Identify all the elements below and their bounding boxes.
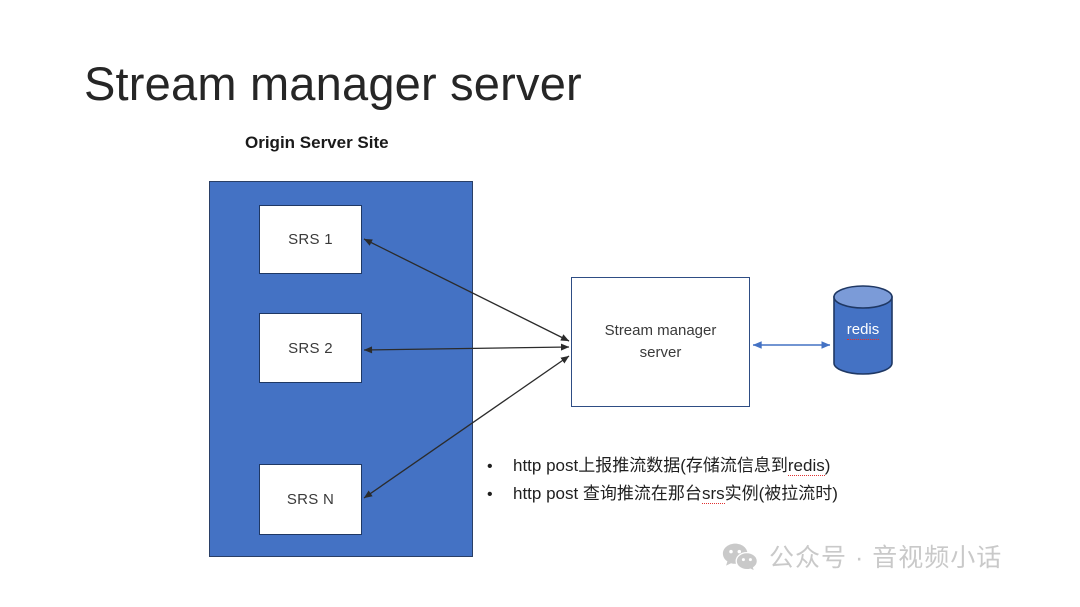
- origin-site-caption: Origin Server Site: [245, 133, 389, 152]
- stream-manager-server-node: Stream manager server: [571, 277, 750, 407]
- bullet-1-misspelled-word: redis: [787, 456, 825, 476]
- srs-node-n: SRS N: [259, 464, 362, 535]
- srs-node-1-label: SRS 1: [288, 231, 333, 248]
- bullet-list: • http post上报推流数据(存储流信息到redis) • http po…: [487, 452, 957, 508]
- cylinder-icon: [833, 285, 893, 375]
- bullet-1-text-after: ): [824, 456, 831, 475]
- bullet-1-text-before: http post上报推流数据(存储流信息到: [513, 456, 788, 475]
- watermark: 公众号 · 音视频小话: [722, 543, 1002, 573]
- wechat-icon: [722, 543, 758, 573]
- bullet-item-1-text: http post上报推流数据(存储流信息到redis): [513, 452, 830, 479]
- srs-node-1: SRS 1: [259, 205, 362, 274]
- watermark-text: 公众号 · 音视频小话: [769, 544, 1003, 572]
- redis-datastore-node: redis: [833, 285, 893, 375]
- manager-label-line2: server: [639, 344, 682, 361]
- bullet-2-misspelled-word: srs: [701, 484, 725, 504]
- bullet-2-text-after: 实例(被拉流时): [724, 484, 838, 503]
- srs-node-n-label: SRS N: [286, 491, 335, 508]
- page-title: Stream manager server: [84, 57, 582, 110]
- bullet-item-1: • http post上报推流数据(存储流信息到redis): [487, 452, 957, 480]
- srs-node-2: SRS 2: [259, 313, 362, 383]
- bullet-marker: •: [487, 486, 493, 503]
- bullet-marker: •: [487, 458, 493, 475]
- srs-node-2-label: SRS 2: [288, 339, 333, 357]
- bullet-item-2: • http post 查询推流在那台srs实例(被拉流时): [487, 480, 957, 508]
- bullet-item-2-text: http post 查询推流在那台srs实例(被拉流时): [513, 480, 838, 507]
- manager-label-line1: Stream manager: [604, 322, 717, 339]
- bullet-2-text-before: http post 查询推流在那台: [513, 484, 702, 503]
